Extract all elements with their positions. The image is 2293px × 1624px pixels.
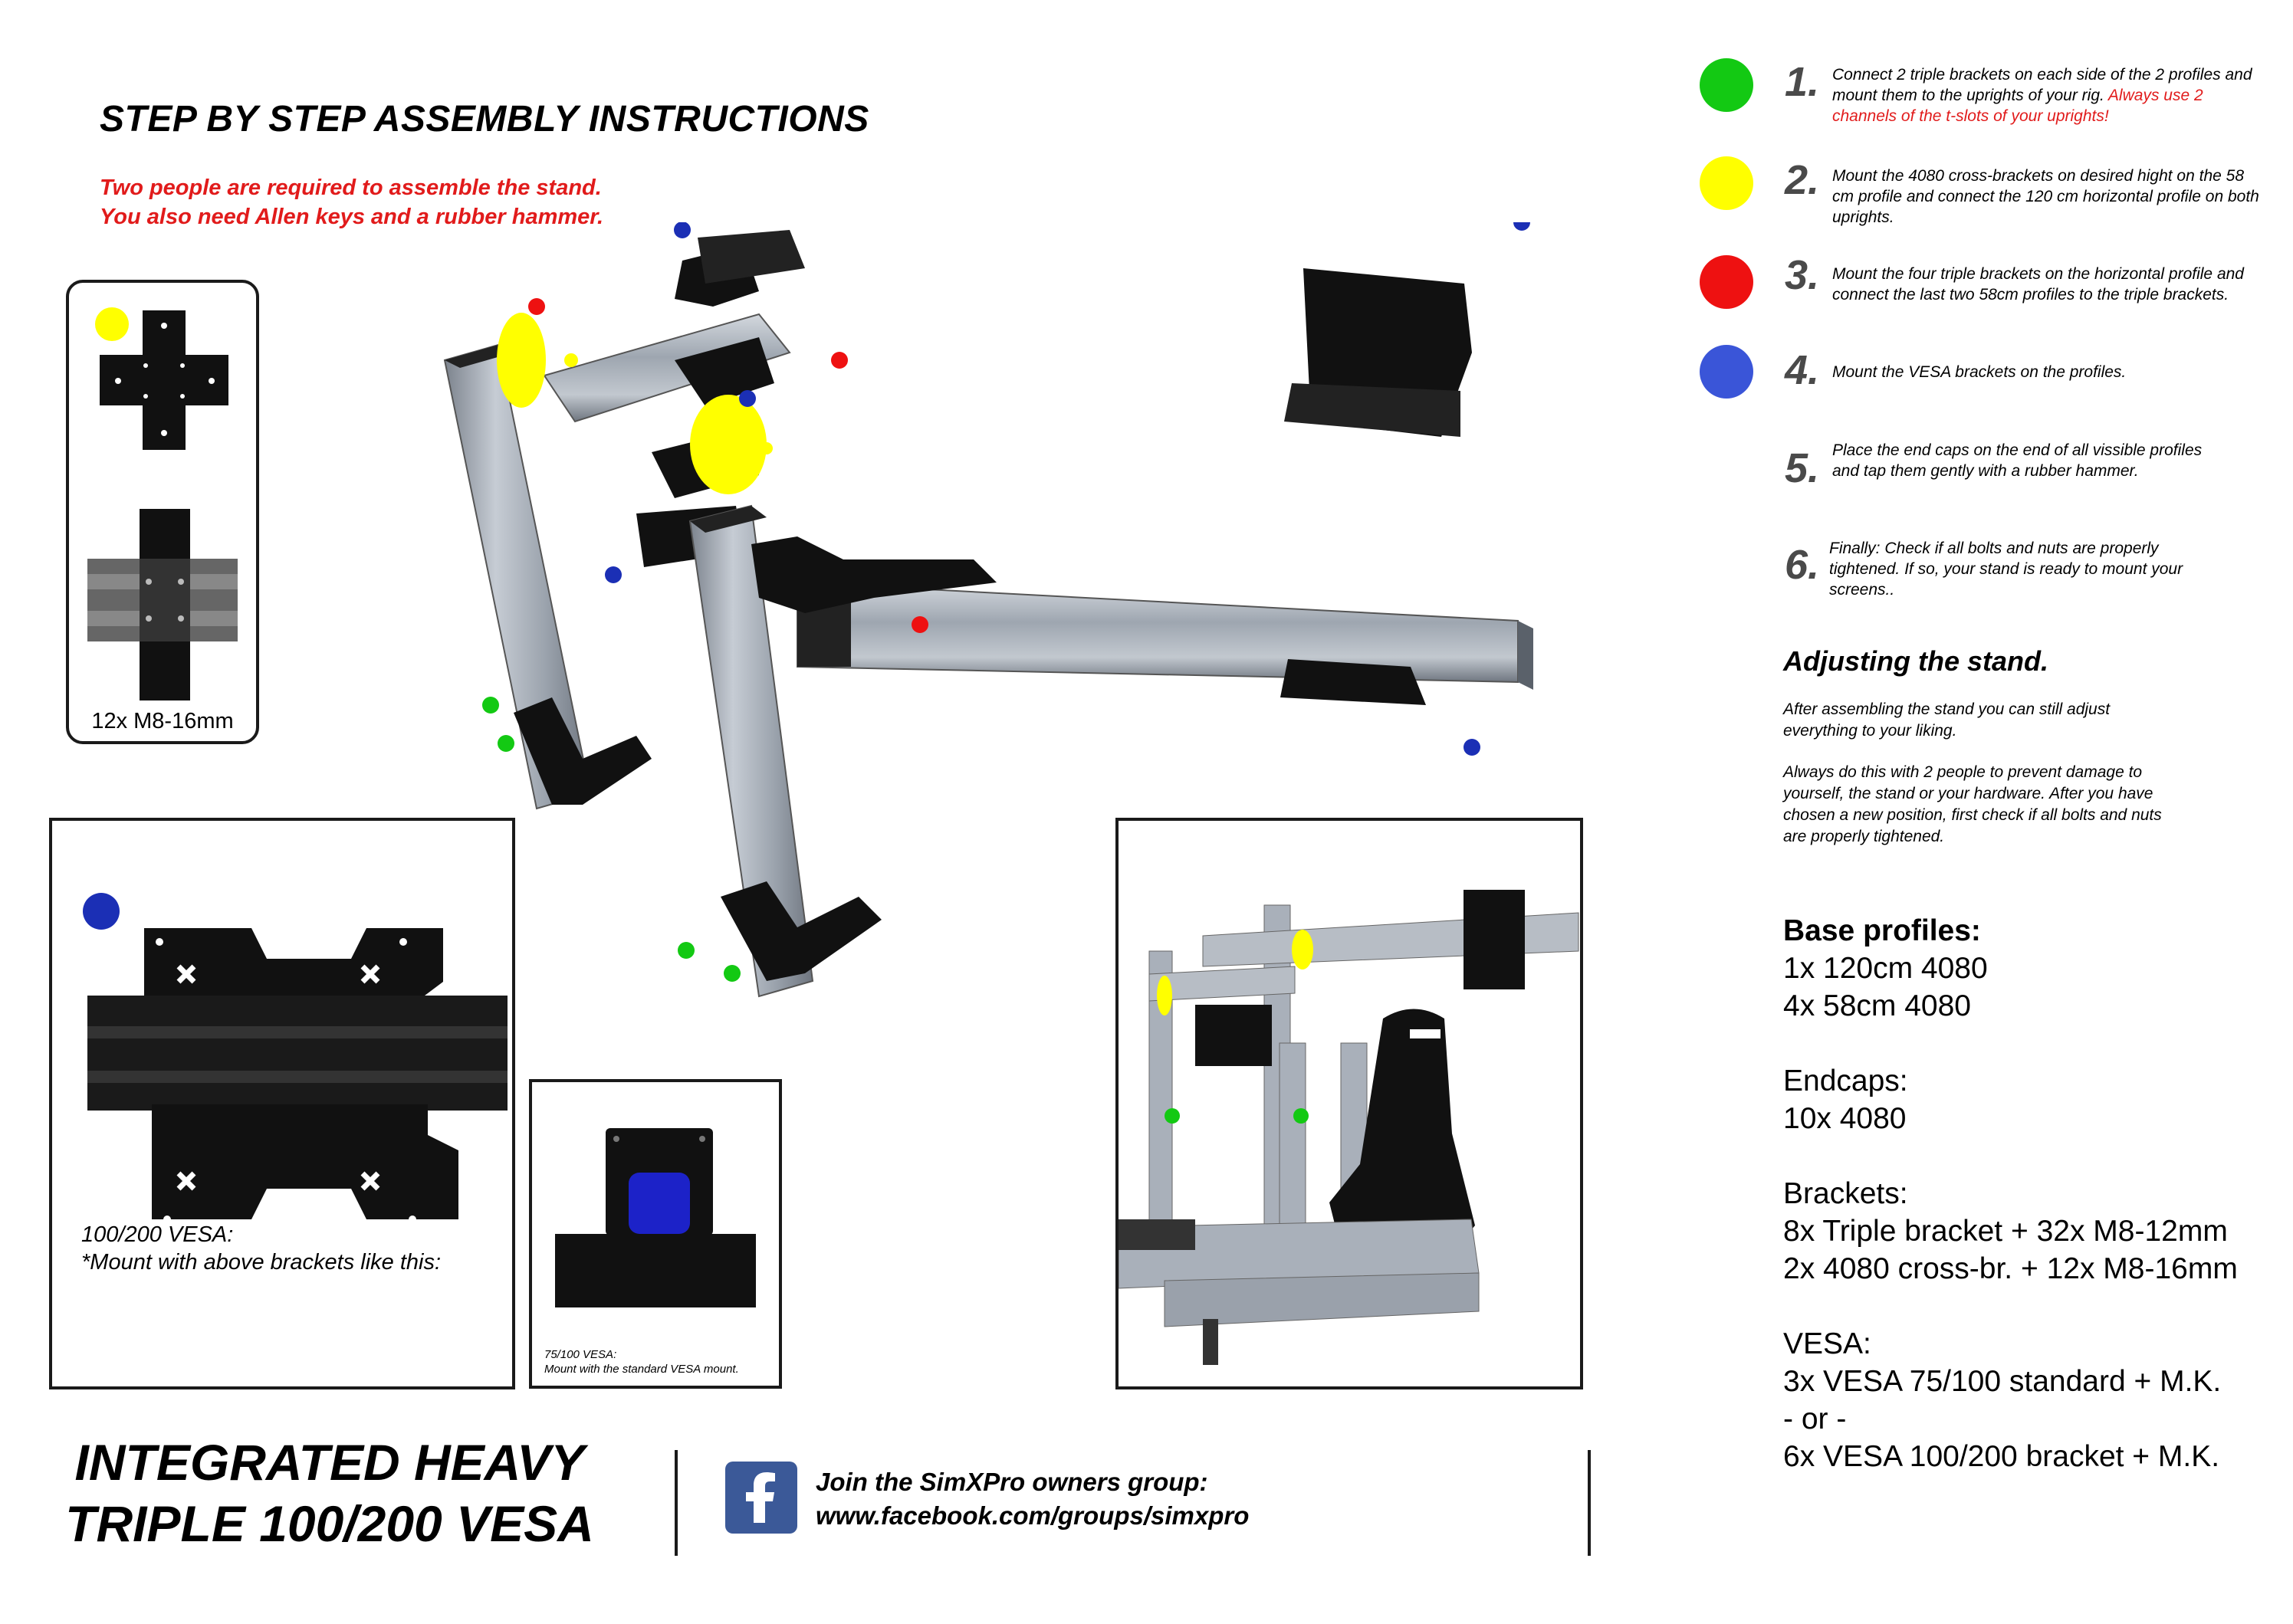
step-1-dot	[1700, 58, 1753, 112]
vesa-heading: VESA:	[1783, 1327, 1871, 1360]
footer-divider	[1588, 1450, 1591, 1556]
front-upright	[688, 504, 814, 998]
step-6-number: 6.	[1784, 542, 1819, 588]
owners-group-text: Join the SimXPro owners group: www.faceb…	[816, 1465, 1249, 1533]
product-title-line: TRIPLE 100/200 VESA	[65, 1495, 594, 1552]
blue-marker	[674, 222, 691, 238]
caption-line: Mount with the standard VESA mount.	[544, 1363, 739, 1376]
horizontal-triple-bracket	[751, 536, 997, 613]
vesa-standard-caption: 75/100 VESA: Mount with the standard VES…	[544, 1347, 739, 1376]
step-2-dot	[1700, 156, 1753, 210]
product-title-line: INTEGRATED HEAVY	[74, 1434, 585, 1491]
blue-marker	[1464, 739, 1480, 756]
base-profiles-heading: Base profiles:	[1783, 914, 1981, 947]
cross-bracket-panel: 12x M8-16mm	[66, 280, 259, 744]
finished-rig-illustration	[1119, 821, 1580, 1386]
vesa-bracket-illustration	[83, 893, 508, 1223]
vesa-standard-illustration	[555, 1128, 756, 1307]
blue-marker	[605, 566, 622, 583]
racing-seat	[1329, 1009, 1475, 1279]
vesa-plate	[629, 1173, 690, 1234]
step-2-text: Mount the 4080 cross-brackets on desired…	[1832, 167, 2259, 226]
cross-bracket-caption: 12x M8-16mm	[91, 709, 234, 733]
vesa-profile	[87, 996, 508, 1111]
blue-marker	[739, 390, 756, 407]
step-3-text: Mount the four triple brackets on the ho…	[1832, 265, 2244, 303]
cross-bracket-illustration	[87, 307, 238, 700]
adjusting-heading: Adjusting the stand.	[1783, 645, 2048, 677]
vesa-panel-caption: 100/200 VESA: *Mount with above brackets…	[81, 1221, 441, 1276]
caption-line: *Mount with above brackets like this:	[81, 1250, 442, 1275]
step-4-text: Mount the VESA brackets on the profiles.	[1832, 363, 2127, 381]
parts-list: Base profiles: 1x 120cm 4080 4x 58cm 408…	[1783, 912, 2238, 1475]
step-4-number: 4.	[1784, 347, 1819, 393]
caption-line: 100/200 VESA:	[81, 1222, 234, 1247]
yellow-step-dot	[95, 307, 129, 341]
blue-step-dot	[83, 893, 120, 930]
owners-group-link[interactable]: www.facebook.com/groups/simxpro	[816, 1501, 1250, 1530]
red-marker	[831, 352, 848, 369]
parts-item: 3x VESA 75/100 standard + M.K.	[1783, 1365, 2222, 1398]
footer-divider	[675, 1450, 678, 1556]
parts-item: 10x 4080	[1783, 1102, 1907, 1135]
requirements-note: Two people are required to assemble the …	[100, 173, 603, 231]
adjusting-paragraph: After assembling the stand you can still…	[1783, 700, 2111, 740]
parts-item: 6x VESA 100/200 bracket + M.K.	[1783, 1440, 2220, 1473]
rig-assembly-illustration	[443, 222, 1533, 998]
finished-rig-panel	[1115, 818, 1583, 1389]
step-1-number: 1.	[1784, 59, 1819, 105]
step-3-dot	[1700, 255, 1753, 309]
step-6-text: Finally: Check if all bolts and nuts are…	[1829, 540, 2183, 599]
yellow-marker	[690, 395, 767, 494]
lower-vesa-bracket	[152, 1104, 458, 1219]
step-1-body: Connect 2 triple brackets on each side o…	[1832, 66, 2252, 104]
rear-triple-bracket	[675, 337, 774, 406]
step-2-number: 2.	[1784, 157, 1819, 203]
parts-item: 2x 4080 cross-br. + 12x M8-16mm	[1783, 1252, 2238, 1285]
parts-item: 4x 58cm 4080	[1783, 989, 1971, 1022]
page-title: STEP BY STEP ASSEMBLY INSTRUCTIONS	[100, 99, 869, 139]
blue-marker	[1513, 222, 1530, 231]
caption-line: 75/100 VESA:	[544, 1348, 617, 1361]
yellow-marker	[497, 313, 546, 408]
step-1-text: Connect 2 triple brackets on each side o…	[1832, 64, 2262, 126]
front-foot-bracket	[721, 881, 882, 981]
green-marker	[482, 697, 499, 714]
parts-item: 8x Triple bracket + 32x M8-12mm	[1783, 1215, 2228, 1248]
endcaps-heading: Endcaps:	[1783, 1065, 1908, 1097]
brackets-heading: Brackets:	[1783, 1177, 1908, 1210]
parts-item: 1x 120cm 4080	[1783, 952, 1988, 985]
green-marker	[724, 965, 741, 982]
green-marker	[498, 735, 514, 752]
step-5-number: 5.	[1784, 445, 1819, 491]
rear-horizontal-profile	[543, 313, 791, 423]
cross-bracket-shape	[100, 310, 228, 450]
step-4-dot	[1700, 345, 1753, 399]
owners-group-invite: Join the SimXPro owners group:	[816, 1468, 1208, 1496]
step-1-warning: Always use 2 channels of the t-slots of …	[1832, 87, 2203, 125]
requirement-line: You also need Allen keys and a rubber ha…	[100, 205, 604, 229]
adjusting-paragraph: Always do this with 2 people to prevent …	[1783, 763, 2162, 845]
step-5-text: Place the end caps on the end of all vis…	[1832, 441, 2203, 480]
step-3-number: 3.	[1784, 252, 1819, 298]
product-title: INTEGRATED HEAVY TRIPLE 100/200 VESA	[15, 1432, 644, 1554]
red-marker	[912, 616, 928, 633]
vesa-bracket-panel: 100/200 VESA: *Mount with above brackets…	[49, 818, 515, 1389]
vesa-standard-profile	[555, 1234, 756, 1307]
rear-foot-bracket	[514, 697, 652, 805]
parts-item: - or -	[1783, 1403, 1847, 1435]
facebook-icon[interactable]	[725, 1462, 797, 1534]
vesa-standard-panel: 75/100 VESA: Mount with the standard VES…	[529, 1079, 782, 1389]
green-marker	[678, 942, 695, 959]
red-marker	[528, 298, 545, 315]
requirement-line: Two people are required to assemble the …	[100, 176, 602, 200]
